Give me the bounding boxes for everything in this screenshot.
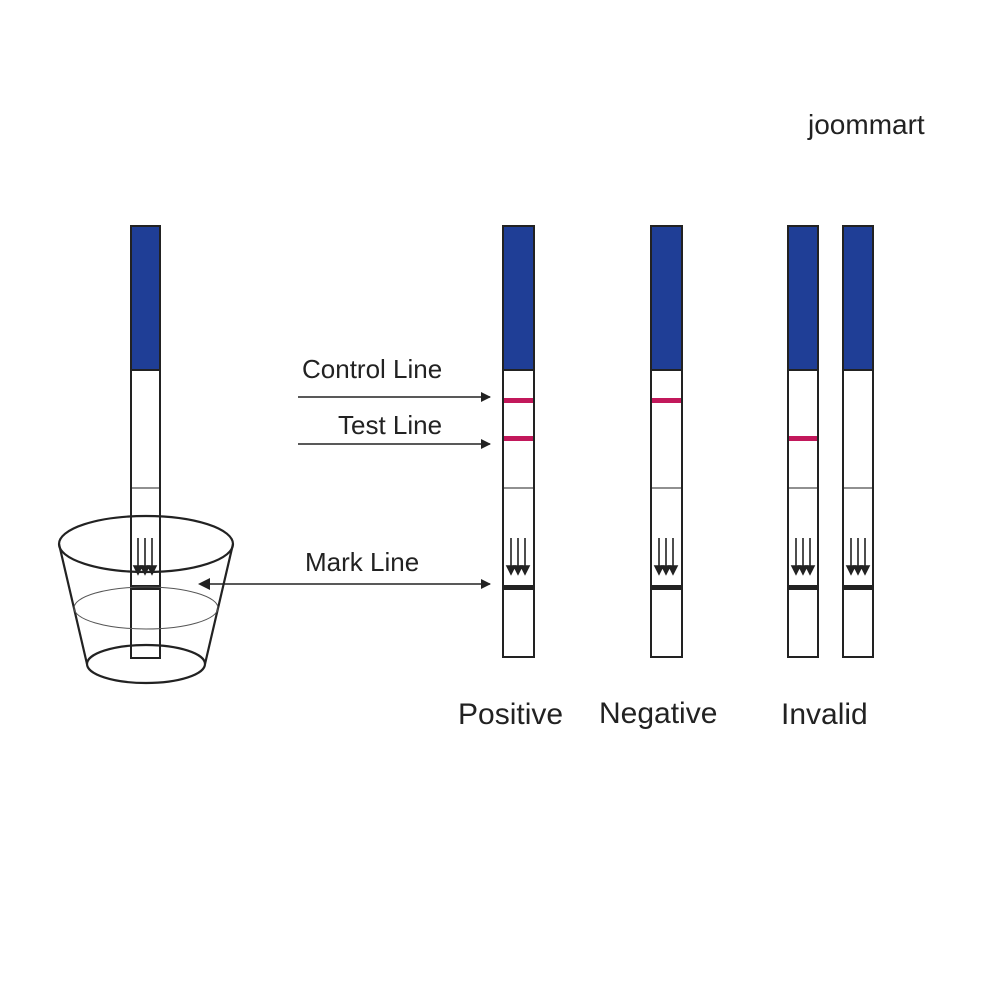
cup — [57, 514, 235, 685]
test-band — [789, 436, 817, 441]
control-band — [504, 398, 533, 403]
mark-line-arrowhead-icon — [198, 578, 210, 590]
strip-handle — [650, 225, 683, 371]
dipped-strip — [130, 225, 161, 659]
invalid-caption: Invalid — [781, 698, 868, 731]
control-band — [652, 398, 681, 403]
strip-handle — [787, 225, 819, 371]
mark-line-callout: Mark Line — [198, 547, 491, 590]
strip-positive — [502, 225, 535, 658]
flow-arrows-icon — [133, 537, 157, 575]
strip-mark-line — [503, 585, 534, 590]
flow-arrows-icon — [654, 537, 678, 575]
test-line-label: Test Line — [338, 410, 442, 440]
control-line-callout: Control Line — [298, 354, 491, 402]
test-line-callout: Test Line — [298, 410, 491, 449]
cup-with-strip — [57, 225, 235, 685]
strip-handle — [842, 225, 874, 371]
control-line-label: Control Line — [302, 354, 442, 384]
watermark-text: joommart — [807, 109, 925, 140]
strip-negative — [650, 225, 683, 658]
flow-arrows-icon — [506, 537, 530, 575]
strip-handle — [130, 225, 161, 371]
flow-arrows-icon — [846, 537, 870, 575]
test-band — [504, 436, 533, 441]
strip-invalid-no-lines — [842, 225, 874, 658]
strip-invalid-test-only — [787, 225, 819, 658]
strip-mark-line — [651, 585, 682, 590]
positive-caption: Positive — [458, 698, 563, 731]
strip-mark-line — [843, 585, 873, 590]
mark-line-label: Mark Line — [305, 547, 419, 577]
flow-arrows-icon — [791, 537, 815, 575]
strip-handle — [502, 225, 535, 371]
strip-mark-line — [788, 585, 818, 590]
negative-caption: Negative — [599, 697, 717, 730]
